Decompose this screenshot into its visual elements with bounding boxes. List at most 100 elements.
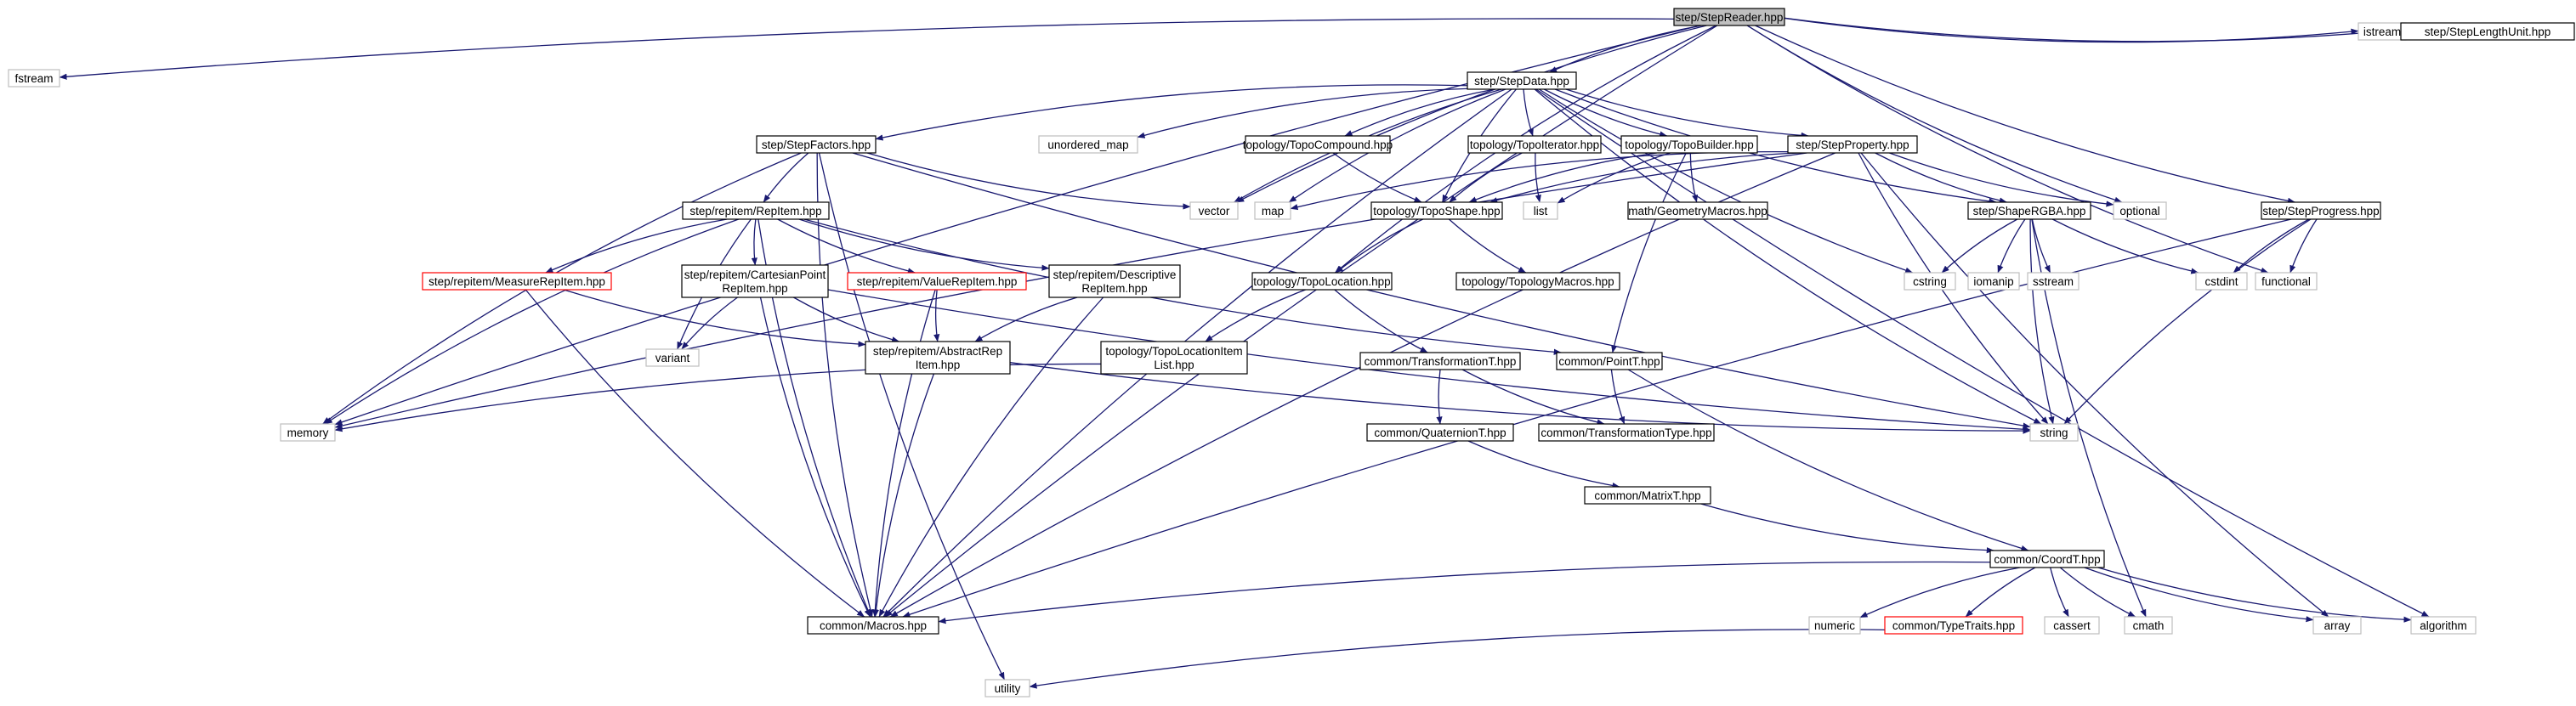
edge-coordt-to-array	[2084, 567, 2314, 623]
edge-stepreader-to-functional	[1746, 25, 2269, 274]
node-label: step/StepData.hpp	[1474, 75, 1569, 88]
node-box	[1989, 550, 2105, 568]
node-typetraits[interactable]: common/TypeTraits.hpp	[1884, 616, 2023, 635]
node-pointt[interactable]: common/PointT.hpp	[1556, 352, 1663, 370]
edge-topoiterator-to-list	[1535, 152, 1541, 203]
node-map: map	[1254, 201, 1291, 220]
node-label: topology/TopologyMacros.hpp	[1461, 275, 1614, 288]
node-geometrymacros[interactable]: math/GeometryMacros.hpp	[1627, 201, 1768, 220]
node-label: step/repitem/MeasureRepItem.hpp	[428, 275, 605, 288]
node-label: string	[2040, 426, 2068, 439]
node-topolocation[interactable]: topology/TopoLocation.hpp	[1251, 272, 1393, 291]
node-label: cstring	[1913, 275, 1947, 288]
node-macros[interactable]: common/Macros.hpp	[807, 616, 939, 635]
node-label: common/TypeTraits.hpp	[1892, 619, 2015, 632]
node-label: Item.hpp	[916, 359, 961, 371]
node-topobuilder[interactable]: topology/TopoBuilder.hpp	[1620, 135, 1758, 154]
edge-stepreader-to-macros	[884, 25, 1718, 618]
node-box	[807, 616, 939, 635]
node-box	[1467, 71, 1577, 90]
node-optional: optional	[2113, 201, 2167, 220]
node-box	[756, 135, 877, 154]
node-repitem[interactable]: step/repitem/RepItem.hpp	[682, 201, 830, 220]
edge-matrixt-to-coordt	[1700, 503, 1994, 554]
edge-quaterniont-to-matrixt	[1467, 440, 1620, 489]
edge-cartesianpoint-to-variant	[681, 297, 738, 350]
node-topoiterator[interactable]: topology/TopoIterator.hpp	[1467, 135, 1602, 154]
edge-stepdata-to-topoiterator	[1523, 88, 1534, 137]
edge-coordt-to-numeric	[1859, 567, 2021, 618]
node-toposhape[interactable]: topology/TopoShape.hpp	[1370, 201, 1503, 220]
node-box	[984, 679, 1030, 698]
edge-shapergba-to-cstdint	[2051, 218, 2199, 274]
node-stepproperty[interactable]: step/StepProperty.hpp	[1787, 135, 1918, 154]
node-unordered_map: unordered_map	[1038, 135, 1138, 154]
node-topologymacros[interactable]: topology/TopologyMacros.hpp	[1455, 272, 1620, 291]
edge-coordt-to-cmath	[2059, 567, 2136, 618]
node-stepprogress[interactable]: step/StepProgress.hpp	[2261, 201, 2381, 220]
edge-topocompound-to-toposhape	[1332, 152, 1422, 203]
node-box	[2029, 423, 2079, 442]
node-label: istream	[2363, 25, 2401, 38]
node-topocompound[interactable]: topology/TopoCompound.hpp	[1243, 135, 1393, 154]
edge-abstractrepitem-to-macros	[872, 373, 935, 618]
edge-stepfactors-to-macros	[816, 152, 874, 618]
node-label: functional	[2261, 275, 2311, 288]
node-cstdint: cstdint	[2195, 272, 2248, 291]
node-coordt[interactable]: common/CoordT.hpp	[1989, 550, 2105, 568]
node-label: cstdint	[2204, 275, 2238, 288]
node-measurerepitem[interactable]: step/repitem/MeasureRepItem.hpp	[422, 272, 612, 291]
node-label: step/repitem/CartesianPoint	[684, 268, 826, 281]
edge-toposhape-to-topolocation	[1335, 218, 1424, 274]
edge-typetraits-to-utility	[1029, 629, 1886, 689]
edge-repitem-to-pointt	[803, 218, 1562, 355]
node-algorithm: algorithm	[2410, 616, 2477, 635]
edge-stepreader-to-fstream	[59, 18, 1675, 80]
edge-cartesianpoint-to-string	[827, 289, 2031, 432]
node-shapergba[interactable]: step/ShapeRGBA.hpp	[1967, 201, 2091, 220]
node-transformationtype[interactable]: common/TransformationType.hpp	[1538, 423, 1715, 442]
edge-repitem-to-descriptive	[798, 218, 1050, 271]
node-stepfactors[interactable]: step/StepFactors.hpp	[756, 135, 877, 154]
node-box	[2195, 272, 2248, 291]
node-label: step/ShapeRGBA.hpp	[1973, 205, 2086, 217]
node-stepreader[interactable]: step/StepReader.hpp	[1673, 8, 1785, 26]
node-box	[1967, 201, 2091, 220]
node-box	[847, 272, 1027, 291]
node-valuerepitem[interactable]: step/repitem/ValueRepItem.hpp	[847, 272, 1027, 291]
edge-stepproperty-to-shapergba	[1875, 152, 2007, 204]
edge-stepprogress-to-macros	[902, 218, 2292, 618]
edge-stepproperty-to-array	[1860, 152, 2329, 618]
edge-shapergba-to-sstream	[2031, 218, 2051, 274]
node-transformationt[interactable]: common/TransformationT.hpp	[1359, 352, 1521, 370]
node-label: topology/TopoBuilder.hpp	[1625, 138, 1754, 151]
node-label: RepItem.hpp	[722, 282, 787, 295]
node-box	[1048, 264, 1181, 298]
node-list: list	[1523, 201, 1558, 220]
node-label: common/Macros.hpp	[820, 619, 927, 632]
node-label: List.hpp	[1154, 359, 1194, 371]
node-box	[8, 69, 60, 88]
node-matrixt[interactable]: common/MatrixT.hpp	[1584, 486, 1711, 505]
node-label: numeric	[1814, 619, 1855, 632]
node-label: RepItem.hpp	[1081, 282, 1147, 295]
node-memory: memory	[280, 423, 336, 442]
node-quaterniont[interactable]: common/QuaternionT.hpp	[1366, 423, 1514, 442]
node-stepdata[interactable]: step/StepData.hpp	[1467, 71, 1577, 90]
node-label: topology/TopoLocation.hpp	[1253, 275, 1390, 288]
node-label: algorithm	[2420, 619, 2467, 632]
edge-stepdata-to-algorithm	[1535, 88, 2430, 618]
node-label: step/repitem/AbstractRep	[873, 345, 1002, 358]
node-functional: functional	[2255, 272, 2318, 291]
edge-stepreader-to-vector	[1236, 25, 1707, 203]
node-box	[1467, 135, 1602, 154]
edge-topobuilder-to-pointt	[1611, 152, 1687, 353]
node-box	[1038, 135, 1138, 154]
node-steplengthunit[interactable]: step/StepLengthUnit.hpp	[2400, 22, 2575, 41]
edge-shapergba-to-cstring	[1941, 218, 2018, 274]
node-label: common/QuaternionT.hpp	[1374, 426, 1506, 439]
